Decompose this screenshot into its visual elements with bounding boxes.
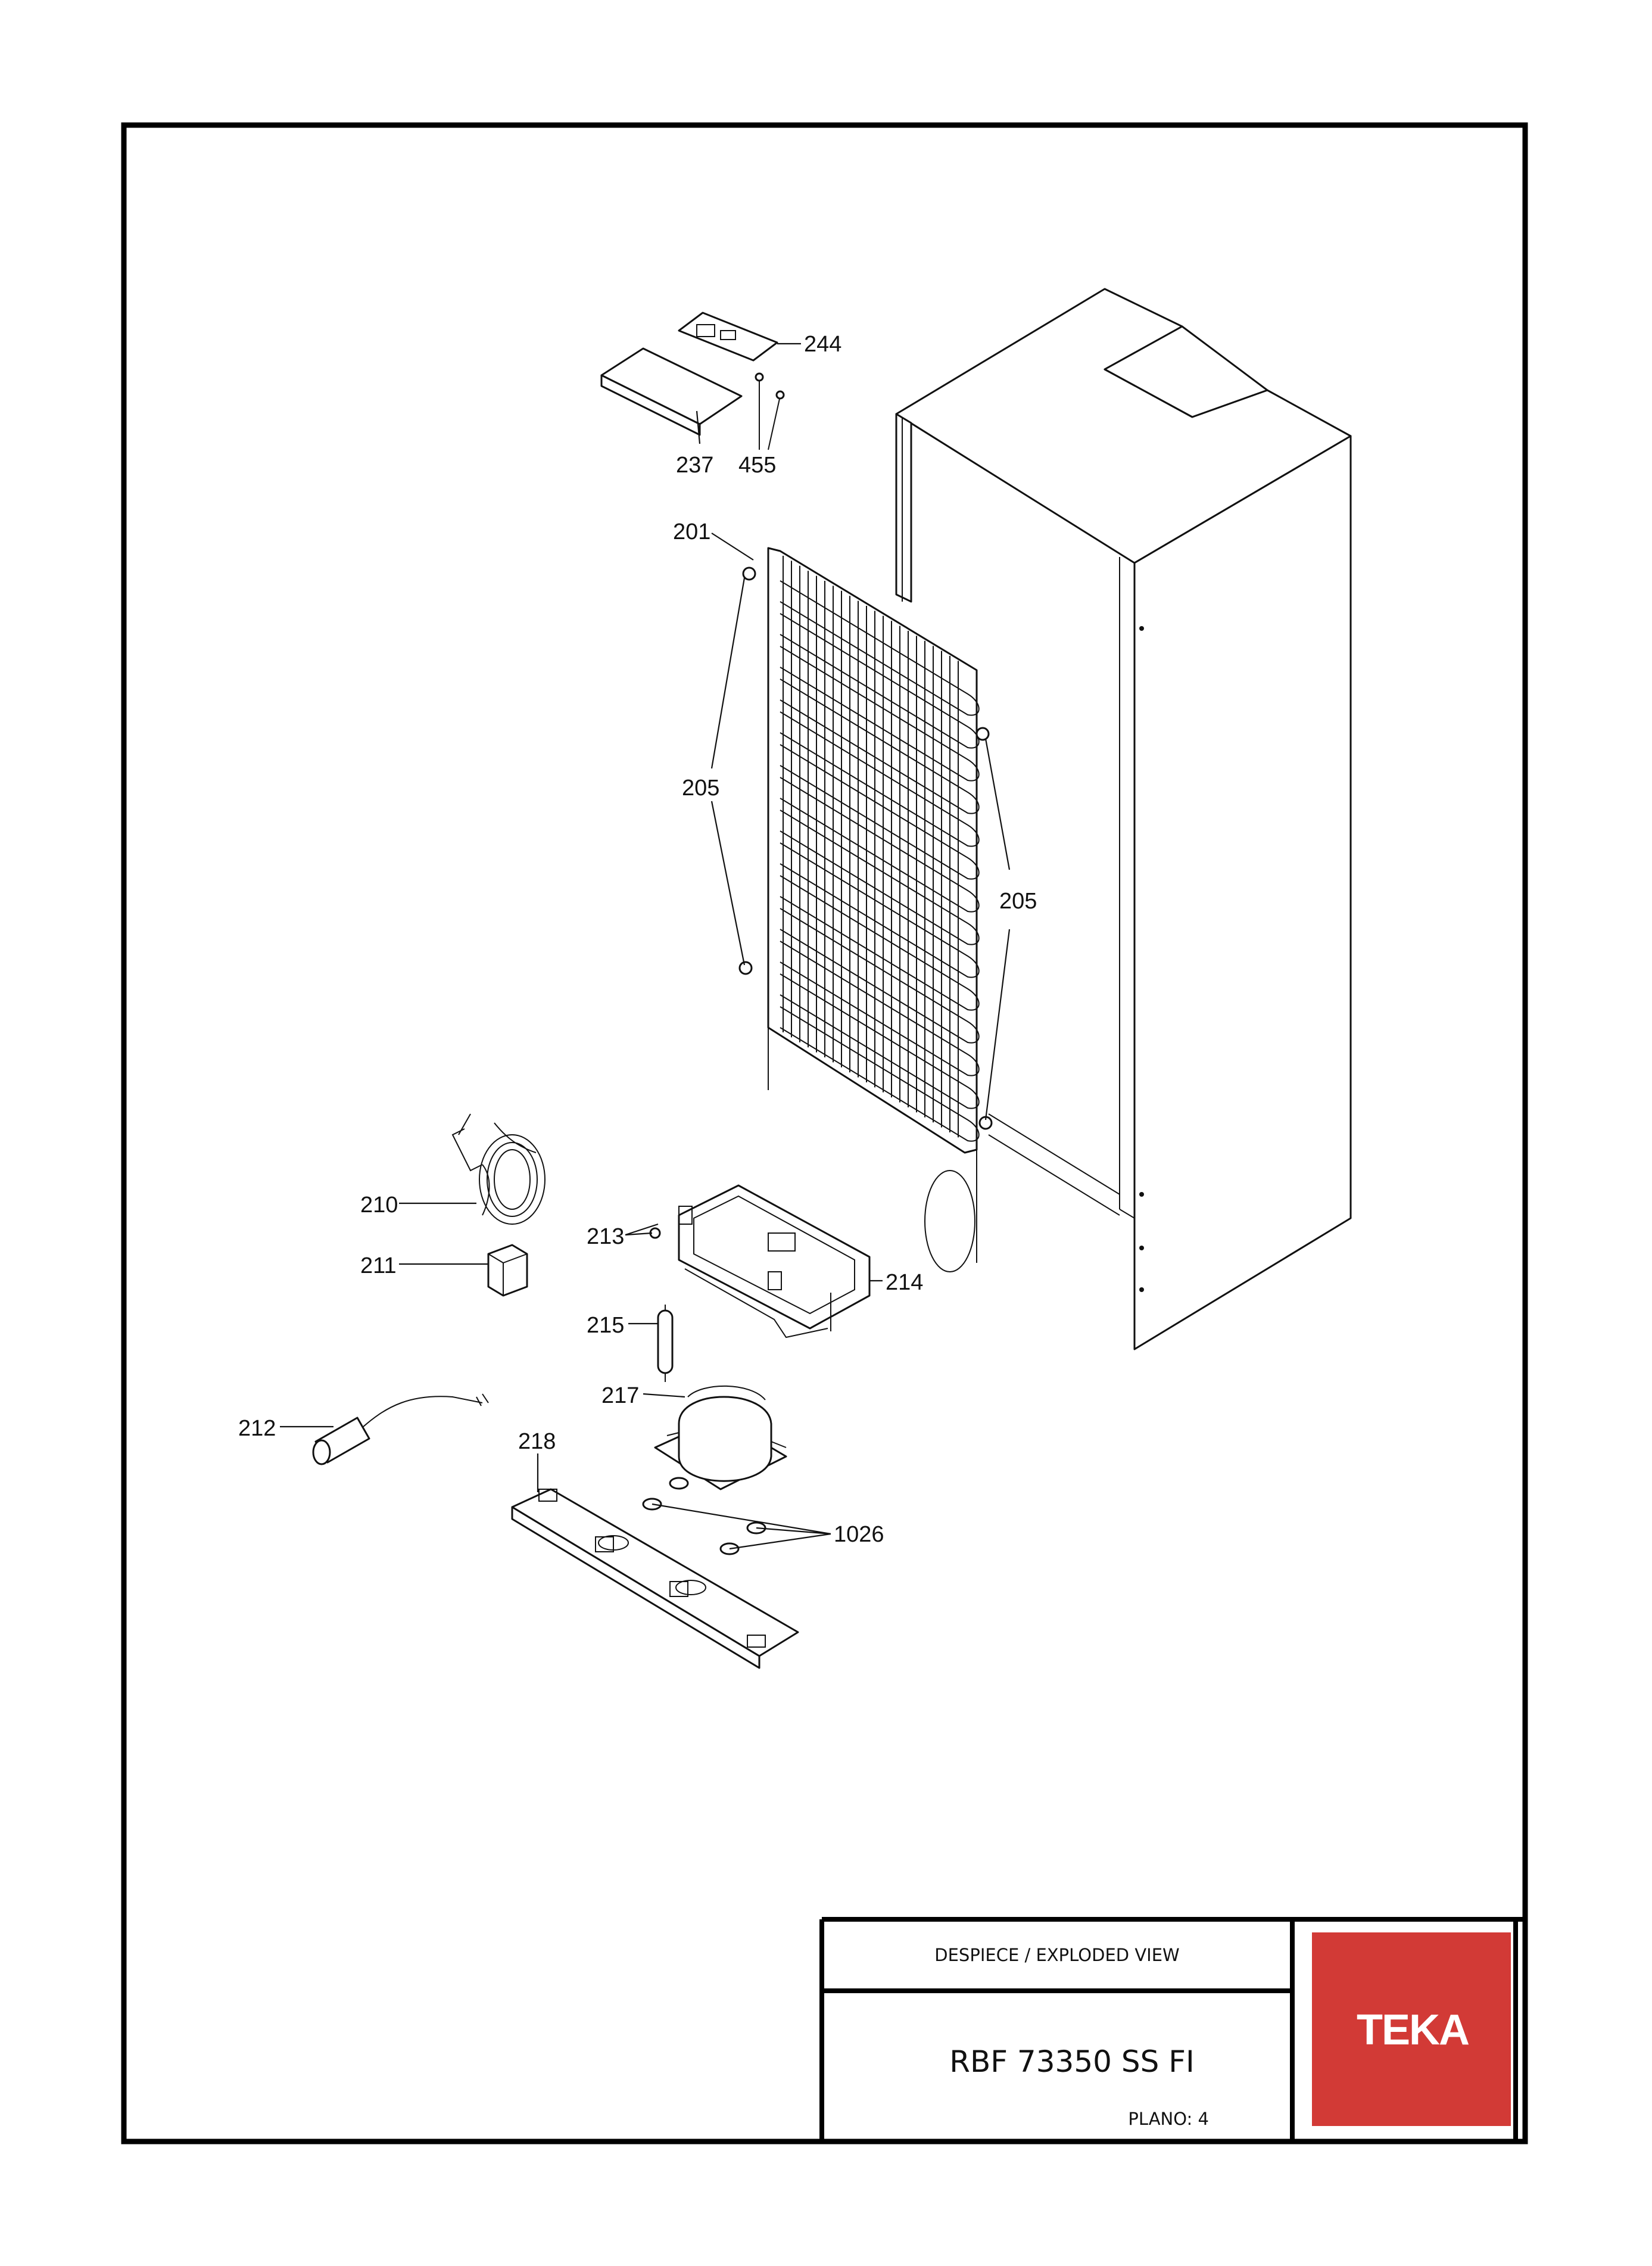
callout-214: 214 bbox=[886, 1270, 923, 1295]
coil-loop bbox=[780, 875, 980, 1011]
electronic-board bbox=[678, 312, 778, 362]
starting-relay bbox=[487, 1244, 528, 1297]
power-cord bbox=[451, 1113, 546, 1225]
callout-211: 211 bbox=[360, 1253, 397, 1278]
callout-218: 218 bbox=[518, 1429, 556, 1454]
callout-215: 215 bbox=[587, 1313, 624, 1338]
coil-loop bbox=[780, 941, 980, 1076]
capacitor-filter bbox=[312, 1393, 489, 1465]
callout-201: 201 bbox=[673, 519, 710, 544]
callout-205-left: 205 bbox=[682, 776, 719, 801]
drawing-frame bbox=[121, 122, 1528, 2144]
coil-loop bbox=[780, 1006, 980, 1142]
callout-205-right: 205 bbox=[999, 889, 1037, 914]
drip-tray bbox=[678, 1184, 871, 1339]
coil-loop bbox=[780, 842, 980, 978]
title-block-plano: PLANO: 4 bbox=[1128, 2109, 1209, 2129]
coil-loop bbox=[780, 777, 980, 913]
title-block-model: RBF 73350 SS FI bbox=[949, 2044, 1195, 2079]
coil-loop bbox=[780, 908, 980, 1044]
callout-210: 210 bbox=[360, 1193, 398, 1218]
coil-loop bbox=[780, 678, 980, 814]
compressor bbox=[654, 1385, 787, 1490]
screws-455 bbox=[755, 372, 785, 450]
coil-loop bbox=[780, 711, 980, 847]
callout-1026: 1026 bbox=[834, 1522, 884, 1547]
rubber-grommets bbox=[642, 1477, 766, 1555]
drier-filter bbox=[657, 1305, 674, 1382]
callout-leaders bbox=[280, 343, 1011, 1550]
cabinet-body bbox=[895, 288, 1352, 1350]
title-block-header: DESPIECE / EXPLODED VIEW bbox=[934, 1945, 1179, 1965]
mounting-plate bbox=[511, 1488, 799, 1669]
coil-loop bbox=[780, 646, 980, 782]
callout-244: 244 bbox=[804, 332, 841, 357]
callout-213: 213 bbox=[587, 1224, 624, 1249]
coil-loop bbox=[780, 744, 980, 880]
board-cover bbox=[600, 347, 743, 436]
coil-loop bbox=[780, 973, 980, 1109]
coil-loop bbox=[780, 613, 980, 749]
logo-text: TEKA bbox=[1357, 2006, 1469, 2054]
logo-background bbox=[1312, 1932, 1511, 2126]
callout-217: 217 bbox=[601, 1383, 639, 1408]
teka-logo: TEKA bbox=[1312, 1932, 1511, 2126]
callout-455: 455 bbox=[738, 453, 776, 478]
coil-loop bbox=[780, 810, 980, 945]
condenser-coil bbox=[767, 547, 980, 1272]
coil-loop bbox=[780, 580, 980, 716]
callout-237: 237 bbox=[676, 453, 713, 478]
title-block: DESPIECE / EXPLODED VIEW RBF 73350 SS FI… bbox=[819, 1917, 1525, 2142]
callout-212: 212 bbox=[238, 1416, 276, 1441]
